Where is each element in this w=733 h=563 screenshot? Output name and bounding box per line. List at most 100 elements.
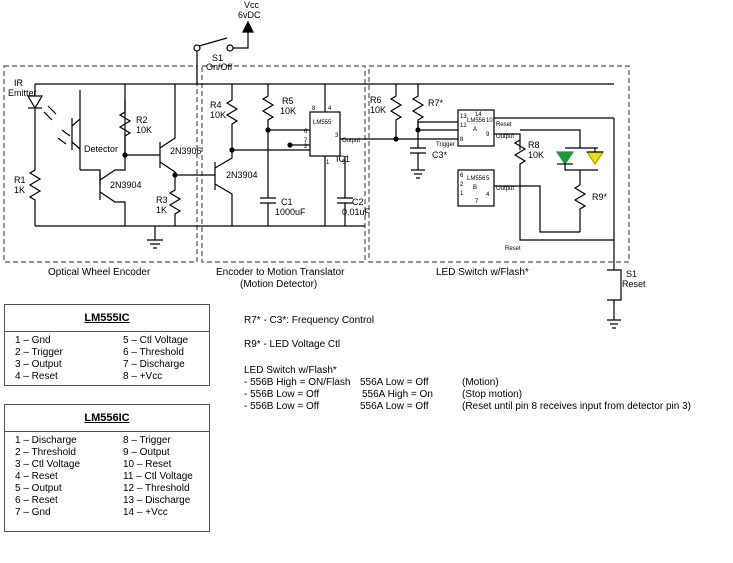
lm555-pin-item: 2 – Trigger bbox=[15, 347, 63, 358]
lm556-a-unit: A bbox=[473, 127, 477, 133]
lm555-pin-item: 8 – +Vcc bbox=[123, 371, 163, 382]
lm556-pin-item: 6 – Reset bbox=[15, 495, 58, 506]
lm556-a-pin-10: 10 bbox=[486, 118, 493, 124]
lm555-label: LM555 bbox=[313, 120, 332, 126]
lm555-pinout-title: LM555IC bbox=[5, 305, 209, 332]
lm556-a-trigger: Trigger bbox=[436, 142, 455, 148]
lm556-b-pin-2: 2 bbox=[460, 182, 464, 188]
note-row-a: - 556B High = ON/Flash bbox=[244, 377, 351, 388]
note-row-b: 556A Low = Off bbox=[360, 401, 429, 412]
lm555-pin-1: 1 bbox=[326, 160, 330, 166]
c3-label: C3* bbox=[432, 150, 448, 160]
lm556-pin-item: 8 – Trigger bbox=[123, 435, 171, 446]
lm556-a-reset: Reset bbox=[496, 122, 512, 128]
lm555-pin-2: 2 bbox=[304, 144, 308, 150]
lm556-a-pin-12: 12 bbox=[460, 123, 467, 129]
lm556-pin-item: 1 – Discharge bbox=[15, 435, 77, 446]
note-led-voltage: R9* - LED Voltage Ctl bbox=[244, 339, 341, 350]
lm556-pinout-title: LM556IC bbox=[5, 405, 209, 432]
lm556-pin-item: 4 – Reset bbox=[15, 471, 58, 482]
lm556-a-pin-9: 9 bbox=[486, 132, 490, 138]
q3-label: 2N3904 bbox=[226, 170, 258, 180]
r3-label: R3 bbox=[156, 195, 168, 205]
lm556-pin-item: 2 – Threshold bbox=[15, 447, 76, 458]
r1-label: R1 bbox=[14, 175, 26, 185]
note-row-b: 556A Low = Off bbox=[360, 377, 429, 388]
lm555-pin-3: 3 bbox=[335, 133, 339, 139]
ir-label-1: IR bbox=[14, 78, 24, 88]
lm555-pin-8: 8 bbox=[312, 106, 316, 112]
lm555-pin-item: 4 – Reset bbox=[15, 371, 58, 382]
r2-value: 10K bbox=[136, 125, 152, 135]
section-led-label: LED Switch w/Flash* bbox=[436, 267, 529, 278]
s1-name: S1 bbox=[212, 53, 223, 63]
lm555-pin-6: 6 bbox=[304, 129, 308, 135]
lm556-b-unit: B bbox=[473, 185, 477, 191]
green-led bbox=[555, 151, 575, 166]
c1-label: C1 bbox=[281, 197, 293, 207]
vcc-label: Vcc bbox=[244, 0, 260, 10]
led-switch-frame bbox=[368, 65, 630, 263]
r9-label: R9* bbox=[592, 192, 608, 202]
lm556-a-label: LM556 bbox=[467, 118, 486, 124]
r5-value: 10K bbox=[280, 106, 296, 116]
lm556-pin-item: 11 – Ctl Voltage bbox=[123, 471, 193, 482]
note-row-c: (Reset until pin 8 receives input from d… bbox=[462, 401, 691, 412]
lm556-b-ic bbox=[457, 169, 495, 207]
lm556-b-pin-1: 1 bbox=[460, 191, 464, 197]
lm555-pin-5: 5 bbox=[342, 160, 346, 166]
lm556-pin-item: 12 – Threshold bbox=[123, 483, 190, 494]
r4-value: 10K bbox=[210, 110, 226, 120]
r6-value: 10K bbox=[370, 105, 386, 115]
lm555-pin-item: 3 – Output bbox=[15, 359, 62, 370]
ir-label-2: Emitter bbox=[8, 88, 37, 98]
reset-s1-name: S1 bbox=[626, 269, 637, 279]
lm556-a-output: Output bbox=[496, 134, 514, 140]
translator-frame bbox=[201, 65, 366, 263]
section-translator-sub: (Motion Detector) bbox=[240, 279, 317, 290]
r7-label: R7* bbox=[428, 98, 444, 108]
section-translator-label: Encoder to Motion Translator bbox=[216, 267, 345, 278]
lm555-pin-item: 1 – Gnd bbox=[15, 335, 51, 346]
lm556-pin-item: 7 – Gnd bbox=[15, 507, 51, 518]
note-frequency: R7* - C3*: Frequency Control bbox=[244, 315, 375, 326]
lm556-pinout-table: LM556IC 1 – Discharge 2 – Threshold 3 – … bbox=[4, 404, 210, 532]
c1-value: 1000uF bbox=[275, 207, 306, 217]
lm555-output-label: Output bbox=[342, 138, 360, 144]
note-row-c: (Motion) bbox=[462, 377, 499, 388]
lm556-b-pin-6: 6 bbox=[460, 173, 464, 179]
ic1-label: IC1 bbox=[336, 154, 350, 164]
q2-label: 2N3906 bbox=[170, 146, 202, 156]
lm555-pin-7: 7 bbox=[304, 138, 308, 144]
lm556-b-output: Output bbox=[496, 186, 514, 192]
note-row-c: (Stop motion) bbox=[462, 389, 523, 400]
lm556-b-reset: Reset bbox=[505, 246, 521, 252]
lm556-pin-item: 5 – Output bbox=[15, 483, 62, 494]
note-led-title: LED Switch w/Flash* bbox=[244, 365, 337, 376]
lm555-pin-item: 6 – Threshold bbox=[123, 347, 184, 358]
yellow-led bbox=[585, 151, 605, 166]
lm555-pin-item: 7 – Discharge bbox=[123, 359, 185, 370]
r2-label: R2 bbox=[136, 115, 148, 125]
vcc-value: 6vDC bbox=[238, 10, 261, 20]
lm556-pin-item: 3 – Ctl Voltage bbox=[15, 459, 81, 470]
lm556-b-pin-7: 7 bbox=[475, 199, 479, 205]
lm555-pinout-table: LM555IC 1 – Gnd 2 – Trigger 3 – Output 4… bbox=[4, 304, 210, 386]
q1-label: 2N3904 bbox=[110, 180, 142, 190]
c2-label: C2 bbox=[352, 197, 364, 207]
lm556-a-pin-14: 14 bbox=[475, 112, 482, 118]
s1-label: On/Off bbox=[206, 62, 233, 72]
lm556-pin-item: 13 – Discharge bbox=[123, 495, 191, 506]
section-optical-label: Optical Wheel Encoder bbox=[48, 267, 151, 278]
r8-value: 10K bbox=[528, 150, 544, 160]
r4-label: R4 bbox=[210, 100, 222, 110]
note-row-a: - 556B Low = Off bbox=[244, 401, 320, 412]
lm555-pin-item: 5 – Ctl Voltage bbox=[123, 335, 189, 346]
note-row-a: - 556B Low = Off bbox=[244, 389, 320, 400]
note-row-b: 556A High = On bbox=[362, 389, 433, 400]
lm556-pin-item: 9 – Output bbox=[123, 447, 170, 458]
lm555-pin-4: 4 bbox=[328, 106, 332, 112]
c2-value: 0.01uF bbox=[342, 207, 371, 217]
lm556-a-pin-13: 13 bbox=[460, 114, 467, 120]
